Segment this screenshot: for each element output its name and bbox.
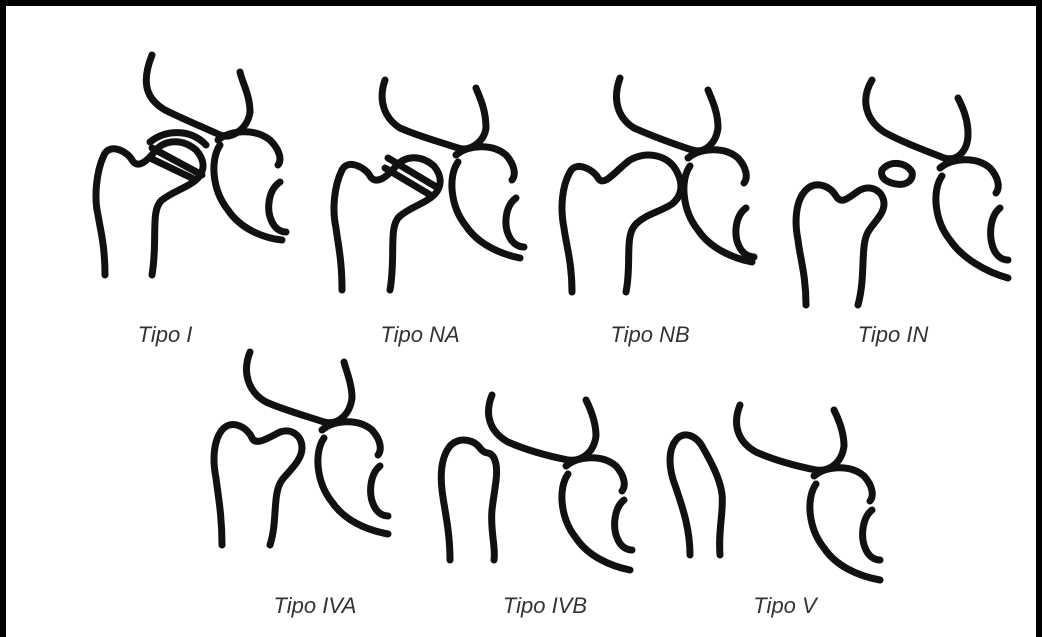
tipo-ivb-femur bbox=[441, 440, 496, 560]
tipo-v-cup-inner bbox=[863, 510, 880, 560]
tipo-iva-cup-inner bbox=[371, 466, 388, 516]
tipo-i-cup-inner bbox=[269, 182, 286, 232]
label-tipo-nb: Tipo NB bbox=[610, 322, 689, 348]
tipo-v-cup-outer bbox=[810, 468, 880, 580]
tipo-in-ossicle bbox=[882, 163, 913, 184]
tipo-i-socket bbox=[146, 55, 250, 136]
tipo-v-femur bbox=[670, 435, 722, 555]
tipo-iva-socket bbox=[247, 352, 352, 423]
tipo-v-socket bbox=[737, 405, 844, 470]
tipo-i-drawing bbox=[96, 55, 286, 275]
tipo-in-cup-outer bbox=[936, 160, 1008, 278]
tipo-na-cup-inner bbox=[506, 198, 524, 247]
tipo-na-socket bbox=[382, 80, 486, 149]
tipo-in-socket bbox=[866, 80, 968, 159]
label-tipo-i: Tipo I bbox=[138, 322, 193, 348]
tipo-ivb-cup-outer bbox=[562, 458, 630, 570]
tipo-iva-drawing bbox=[214, 352, 388, 545]
tipo-ivb-socket bbox=[489, 395, 596, 460]
tipo-nb-femur bbox=[562, 155, 681, 292]
tipo-i-femur bbox=[96, 142, 203, 275]
tipo-v-drawing bbox=[670, 405, 880, 580]
tipo-na-drawing bbox=[334, 80, 524, 290]
tipo-iva-cup-outer bbox=[318, 422, 388, 534]
label-tipo-in: Tipo IN bbox=[858, 322, 929, 348]
tipo-ivb-cup-inner bbox=[615, 500, 632, 550]
label-tipo-iva: Tipo IVA bbox=[274, 593, 357, 619]
tipo-in-drawing bbox=[796, 80, 1008, 305]
tipo-ivb-drawing bbox=[441, 395, 632, 570]
tipo-in-cup-inner bbox=[991, 208, 1008, 260]
label-tipo-na: Tipo NA bbox=[380, 322, 459, 348]
tipo-nb-drawing bbox=[562, 78, 754, 292]
tipo-nb-cup-inner bbox=[736, 208, 754, 257]
tipo-iva-femur bbox=[214, 425, 302, 545]
label-tipo-ivb: Tipo IVB bbox=[503, 593, 587, 619]
tipo-nb-socket bbox=[616, 78, 718, 151]
tipo-in-femur bbox=[796, 185, 884, 305]
label-tipo-v: Tipo V bbox=[753, 593, 816, 619]
